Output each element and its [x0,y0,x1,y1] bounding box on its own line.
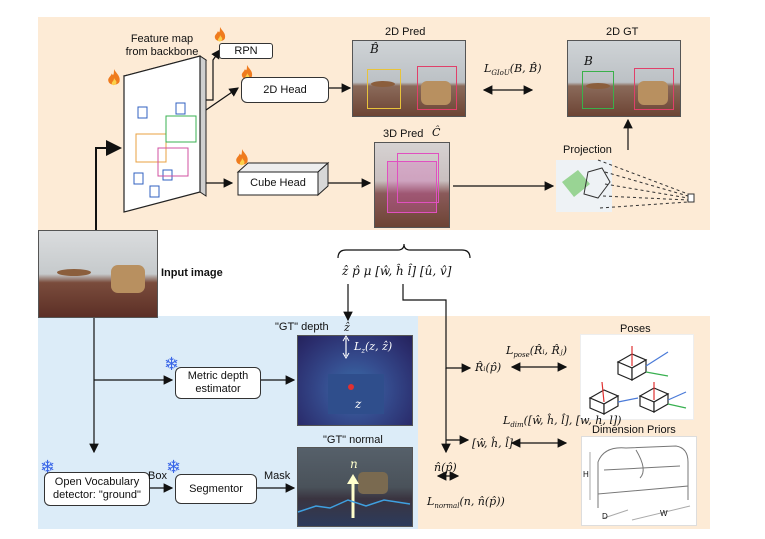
l-normal-formula: Lnormal(n, n̂(p̂)) [427,495,505,513]
head-2d-label: 2D Head [263,83,307,96]
c-hat-symbol: Ĉ [432,126,441,139]
open-vocab-box: Open Vocabulary detector: "ground" [44,472,150,506]
gt-depth-title: "GT" depth [275,321,329,333]
gt-2d-title: 2D GT [606,26,639,38]
l-pose-main: L [506,344,514,357]
segmentor-label: Segmentor [189,482,243,495]
box-label: Box [148,470,167,482]
n-symbol: n [350,457,358,471]
gt-normal-title: "GT" normal [323,434,383,446]
n-hat-label: n̂(p̂) [434,461,457,474]
open-vocab-label: Open Vocabulary detector: "ground" [53,476,141,501]
l-dim-formula: Ldim([ŵ, ĥ, l̂], [w, h, l]) [503,414,621,432]
metric-depth-label: Metric depth estimator [187,370,249,395]
l-normal-main: L [427,495,435,508]
metric-depth-box: Metric depth estimator [175,367,261,399]
z-symbol: z [355,397,362,411]
lz-sub: z [361,347,366,356]
input-image-label: Input image [161,267,223,279]
pred-2d-title: 2D Pred [385,26,426,38]
b-hat-symbol: B̂ [370,42,379,56]
dim-d-label: D [602,512,608,521]
rpn-label: RPN [234,44,258,57]
b-symbol: B [584,54,593,68]
lz-formula: Lz(z, ẑ) [354,340,392,358]
l-dim-args: ([ŵ, ĥ, l̂], [w, h, l]) [523,414,622,427]
r-hat-label: R̂ᵢ(p̂) [475,361,502,374]
params-vector: ẑ p̂ μ [ŵ, ĥ l̂] [û, v̂] [342,264,452,278]
gt-normal-image [297,447,413,527]
cube-head-label: Cube Head [250,177,306,189]
input-image [38,230,158,318]
l-giou-main: L [484,62,492,75]
pred-2d-image [352,40,466,117]
dimension-priors-title: Dimension Priors [592,424,676,436]
l-pose-sub: pose [513,351,530,360]
z-hat-symbol: ẑ [344,321,350,334]
dims-label: [ŵ, ĥ, l̂] [472,437,513,450]
l-giou-args: (B, B̂) [509,62,542,75]
lz-main: L [354,340,362,353]
segmentor-box: Segmentor [175,474,257,504]
rpn-box: RPN [219,43,273,59]
l-giou-formula: LGIoU(B, B̂) [484,62,542,80]
l-pose-formula: Lpose(R̂ᵢ, R̂ⱼ) [506,344,567,362]
snowflake-icon: ❄ [40,457,56,477]
feature-map-label: Feature map from backbone [125,33,199,58]
dimension-priors-card [581,436,697,526]
gt-2d-image [567,40,681,117]
l-dim-sub: dim [510,421,524,430]
lz-args: (z, ẑ) [365,340,393,353]
dim-h-label: H [583,470,589,479]
poses-title: Poses [620,323,651,335]
dim-w-label: W [660,509,668,518]
pred-3d-image [374,142,450,228]
fire-icon [106,68,122,88]
feature-map-slab [122,55,208,213]
l-normal-sub: normal [434,502,460,511]
pred-3d-title: 3D Pred [383,128,424,140]
l-giou-sub: GIoU [491,69,510,78]
mask-label: Mask [264,470,291,482]
snowflake-icon: ❄ [166,457,182,477]
l-pose-args: (R̂ᵢ, R̂ⱼ) [529,344,568,357]
l-normal-args: (n, n̂(p̂)) [459,495,505,508]
fire-icon [234,148,250,168]
head-2d-box: 2D Head [241,77,329,103]
fire-icon [213,26,227,44]
gt-depth-image [297,335,413,426]
l-dim-main: L [503,414,511,427]
projection-label: Projection [563,144,612,156]
